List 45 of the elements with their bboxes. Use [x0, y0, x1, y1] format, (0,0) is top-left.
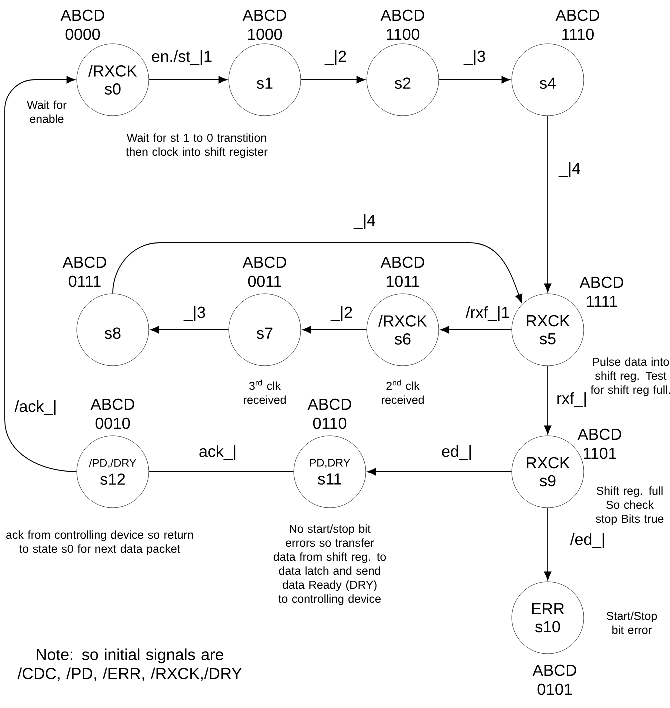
- edge-label: /ack_|: [14, 400, 58, 416]
- state-note: Start/Stop bit error: [606, 612, 658, 634]
- edge-label: en./st_|1: [150, 50, 214, 66]
- state-code: ABCD 0010: [90, 398, 134, 430]
- state-code: ABCD 0110: [308, 398, 352, 430]
- arrow: [544, 116, 552, 292]
- edge-label: _|4: [353, 214, 377, 230]
- arrow: [544, 366, 552, 434]
- state-note: Shift reg. full So check stop Bits true: [596, 486, 664, 526]
- state-note: Pulse data into shift reg. Test for shift reg full.: [590, 358, 670, 396]
- state-note: 3$^{rd}$ clk received: [244, 380, 286, 404]
- edge-label: _|3: [183, 306, 207, 322]
- state-note: ack from controlling device so return to state s0 for next data packet: [6, 530, 194, 556]
- state-code: ABCD 0111: [62, 256, 106, 288]
- state-note: Wait for enable: [27, 100, 67, 124]
- arrow: [300, 76, 366, 84]
- state-note: Wait for st 1 to 0 transtition then clock into shift register: [126, 134, 268, 158]
- edge-label: /ed_|: [569, 532, 607, 550]
- arrow: [544, 508, 552, 580]
- arrow: [440, 326, 512, 334]
- edge-label: ed_|: [440, 444, 474, 462]
- state-code: ABCD 1011: [380, 256, 424, 288]
- arrow: [150, 326, 230, 334]
- edge-label: ack_|: [198, 444, 238, 462]
- state-code: ABCD 0000: [60, 10, 104, 40]
- state-note: No start/stop bit errors so transfer data from shift reg. to data latch and send data Ready (DRY) to controlling device: [274, 524, 386, 606]
- state-code: ABCD 1110: [556, 10, 600, 40]
- arrow: [112, 242, 523, 304]
- state-code: ABCD 1000: [242, 10, 286, 40]
- arrow: [368, 468, 512, 476]
- note-text: Note: so initial signals are /CDC, /PD, /ERR, /RXCK,/DRY: [18, 648, 242, 682]
- arrow: [4, 76, 78, 472]
- arrow: [148, 76, 228, 84]
- state-code: ABCD 0101: [532, 664, 576, 696]
- state-code: ABCD 0011: [242, 256, 286, 288]
- edge-label: rxf_|: [556, 392, 588, 408]
- edge-label: /rxf_|1: [464, 306, 512, 322]
- edge-label: _|2: [330, 306, 354, 322]
- edge-label: _|4: [558, 162, 582, 178]
- state-code: ABCD 1100: [380, 10, 424, 40]
- arrow: [438, 76, 510, 84]
- edge-label: _|2: [324, 50, 348, 66]
- arrow: [302, 326, 368, 334]
- edge-label: _|3: [463, 50, 487, 66]
- state-note: 2$^{nd}$ clk received: [382, 380, 424, 404]
